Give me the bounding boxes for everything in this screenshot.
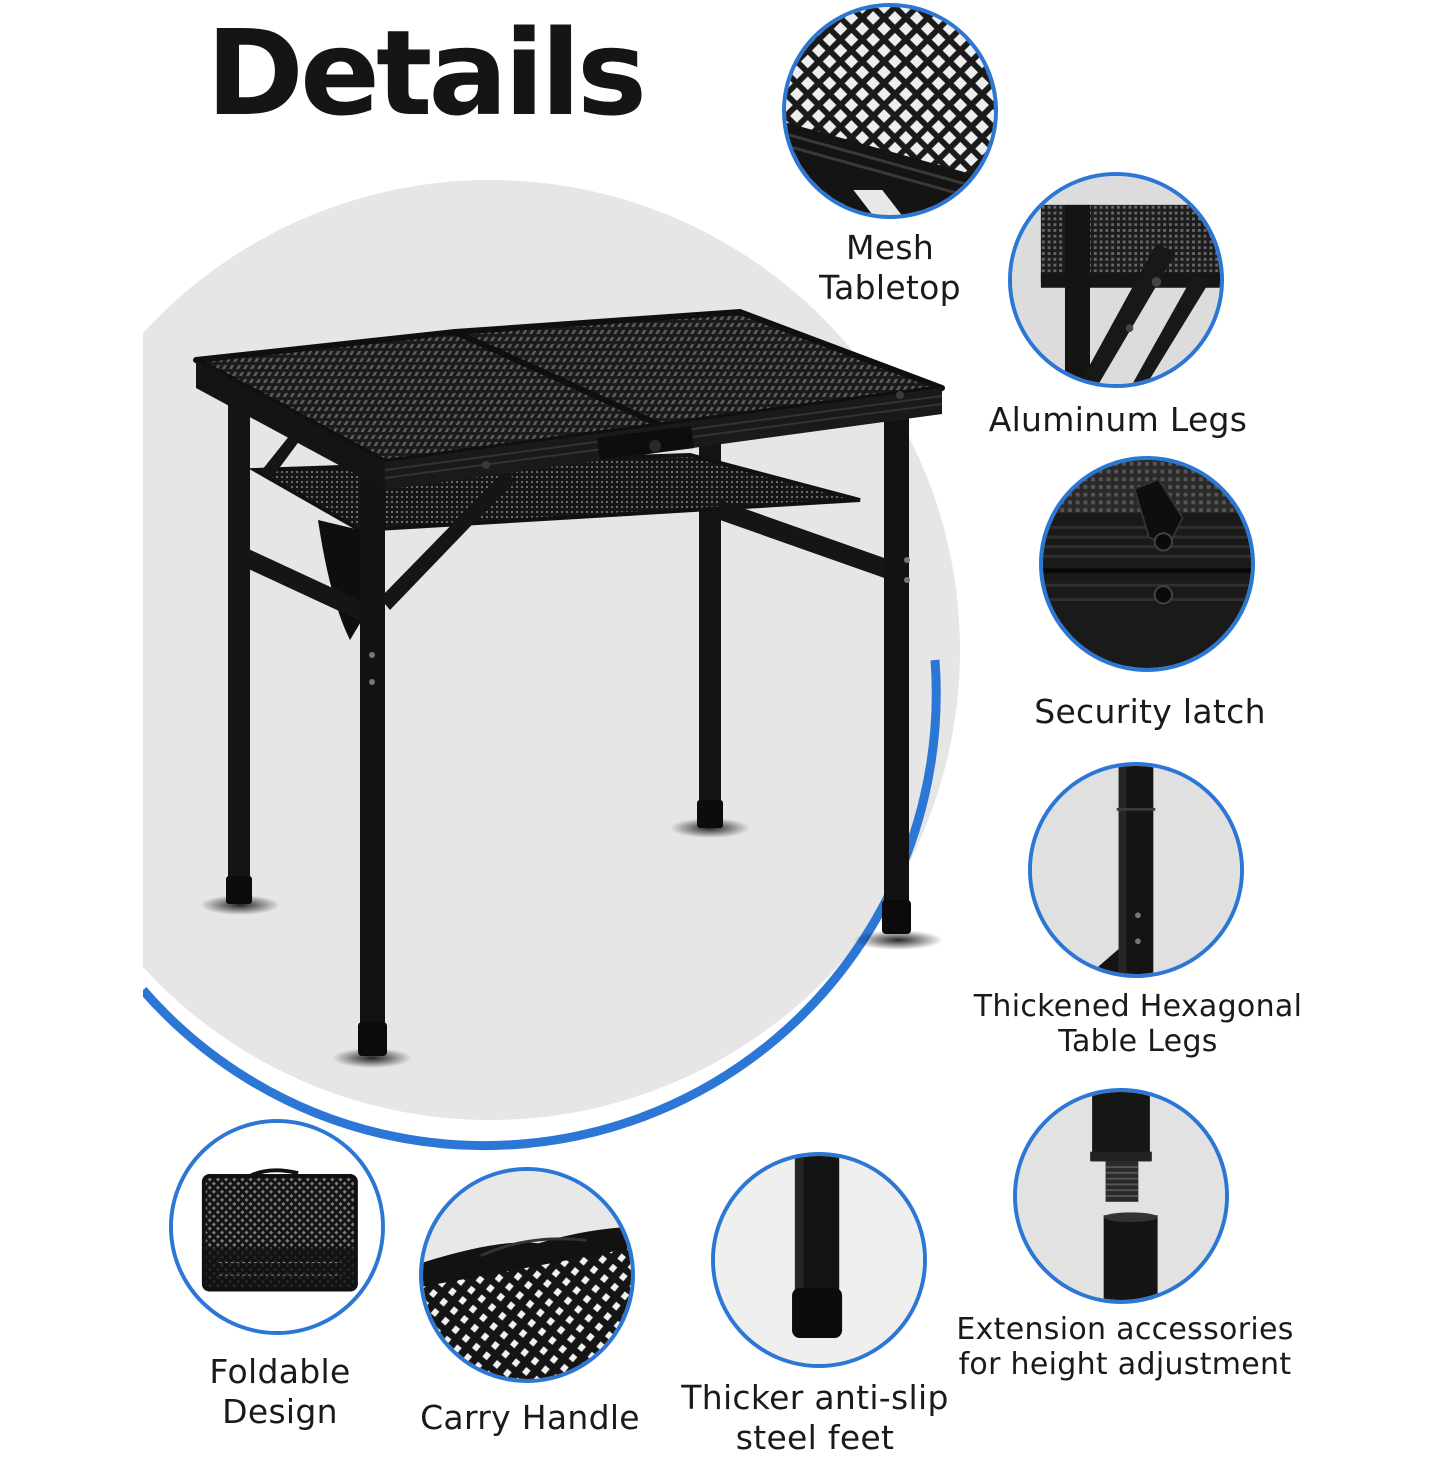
handle-closeup-icon [423,1171,631,1379]
label-mesh-tabletop: Mesh Tabletop [819,228,961,308]
inset-mesh-tabletop [782,3,998,219]
mesh-tabletop-closeup-icon [786,7,994,215]
inset-hexagonal-legs [1028,762,1244,978]
latch-closeup-icon [1043,460,1251,668]
inset-steel-feet [711,1152,927,1368]
inset-aluminum-legs [1008,172,1224,388]
hex-leg-closeup-icon [1032,766,1240,974]
label-foldable-design: Foldable Design [209,1352,351,1432]
page-title: Details [206,4,647,142]
hero-circle [143,180,960,1151]
folded-table-closeup-icon [173,1123,381,1331]
inset-security-latch [1039,456,1255,672]
label-steel-feet: Thicker anti-slip steel feet [681,1378,949,1458]
label-hexagonal-legs: Thickened Hexagonal Table Legs [973,989,1303,1059]
inset-foldable-design [169,1119,385,1335]
threaded-extension-closeup-icon [1017,1092,1225,1300]
label-security-latch: Security latch [1034,692,1266,731]
label-aluminum-legs: Aluminum Legs [988,400,1248,439]
foot-cap-closeup-icon [715,1156,923,1364]
inset-carry-handle [419,1167,635,1383]
label-carry-handle: Carry Handle [420,1398,640,1437]
inset-extension-accessories [1013,1088,1229,1304]
label-extension-accessories: Extension accessories for height adjustm… [956,1312,1294,1382]
folding-leg-brace-closeup-icon [1012,176,1220,384]
